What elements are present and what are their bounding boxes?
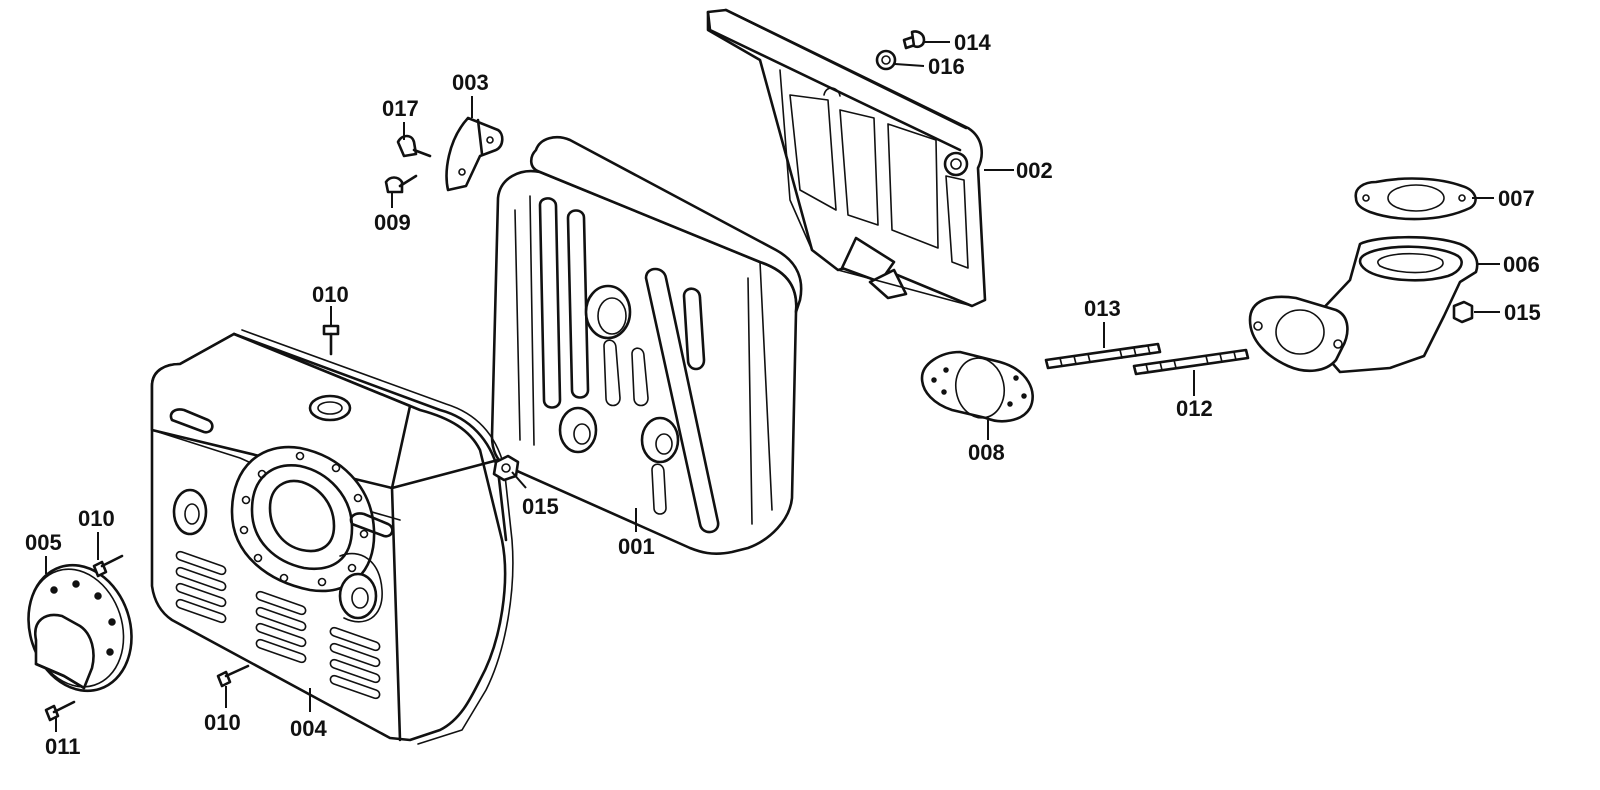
label-011: 011 xyxy=(45,734,81,759)
part-010-bolt-top xyxy=(322,324,340,356)
part-008-flange-gasket xyxy=(920,350,1034,423)
label-002: 002 xyxy=(1016,158,1053,183)
label-001: 001 xyxy=(618,534,655,559)
part-006-exhaust-pipe xyxy=(1248,235,1479,374)
part-labels: 001 002 003 004 005 006 007 008 009 010 … xyxy=(25,30,1541,759)
part-003-bracket xyxy=(445,116,504,192)
label-017: 017 xyxy=(382,96,419,121)
vent-slots-right xyxy=(329,626,381,700)
part-001-muffler-body xyxy=(490,136,803,555)
label-016: 016 xyxy=(928,54,965,79)
label-012: 012 xyxy=(1176,396,1213,421)
label-008: 008 xyxy=(968,440,1005,465)
part-009-bolt xyxy=(384,174,418,194)
label-003: 003 xyxy=(452,70,489,95)
part-010-bolt-bottom xyxy=(216,664,250,688)
label-009: 009 xyxy=(374,210,411,235)
part-016-washer xyxy=(875,49,897,71)
part-007-gasket xyxy=(1354,177,1477,221)
label-015-right: 015 xyxy=(1504,300,1541,325)
part-010-bolt-left xyxy=(92,554,124,578)
label-007: 007 xyxy=(1498,186,1535,211)
vent-slots-center xyxy=(255,590,307,664)
vent-slots-left xyxy=(175,550,227,624)
label-014: 014 xyxy=(954,30,991,55)
part-013-stud xyxy=(1044,342,1162,370)
leader-lines xyxy=(45,41,1500,732)
part-002-heat-shield xyxy=(706,8,987,308)
label-010-bottom: 010 xyxy=(204,710,241,735)
part-004-muffler-cover xyxy=(150,329,514,745)
part-015-nut-right xyxy=(1452,300,1474,324)
part-005-end-cap xyxy=(27,563,133,693)
label-010-left: 010 xyxy=(78,506,115,531)
label-005: 005 xyxy=(25,530,62,555)
part-011-bolt xyxy=(44,700,76,722)
label-004: 004 xyxy=(290,716,327,741)
label-010-top: 010 xyxy=(312,282,349,307)
label-013: 013 xyxy=(1084,296,1121,321)
part-012-stud xyxy=(1132,348,1250,376)
label-006: 006 xyxy=(1503,252,1540,277)
part-014-bolt xyxy=(902,30,926,50)
part-017-bolt xyxy=(396,134,432,158)
label-015-left: 015 xyxy=(522,494,559,519)
